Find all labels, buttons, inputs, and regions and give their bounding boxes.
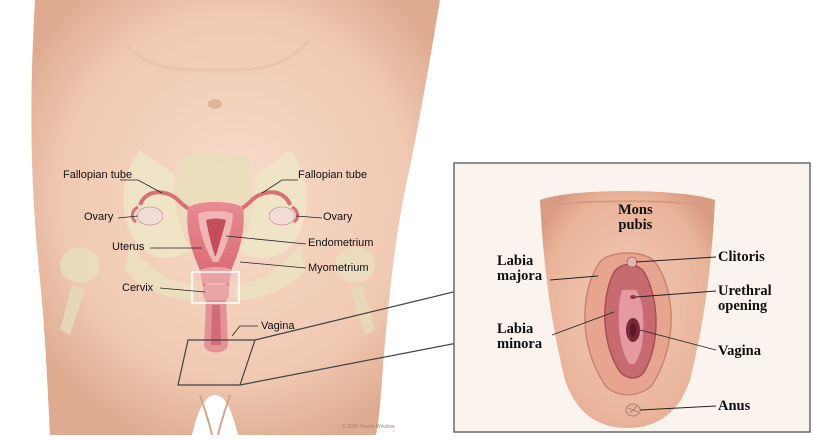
label-ovary-right: Ovary — [323, 212, 352, 223]
copyright-text: © 2006 Terese Winslow — [342, 424, 395, 430]
label-urethral-opening: Urethral opening — [718, 284, 772, 314]
label-vagina-inset: Vagina — [718, 344, 761, 359]
label-vagina-left: Vagina — [261, 321, 294, 332]
label-fallopian-tube-right: Fallopian tube — [298, 170, 367, 181]
label-clitoris: Clitoris — [718, 250, 765, 265]
label-labia-minora: Labia minora — [497, 322, 542, 352]
label-cervix: Cervix — [122, 283, 153, 294]
label-uterus: Uterus — [112, 242, 144, 253]
label-mons-pubis: Mons pubis — [618, 203, 653, 233]
label-endometrium: Endometrium — [308, 238, 373, 249]
label-labia-majora: Labia majora — [497, 254, 542, 284]
label-myometrium: Myometrium — [308, 263, 369, 274]
label-ovary-left: Ovary — [84, 212, 113, 223]
label-anus: Anus — [718, 399, 750, 414]
label-fallopian-tube-left: Fallopian tube — [63, 170, 132, 181]
